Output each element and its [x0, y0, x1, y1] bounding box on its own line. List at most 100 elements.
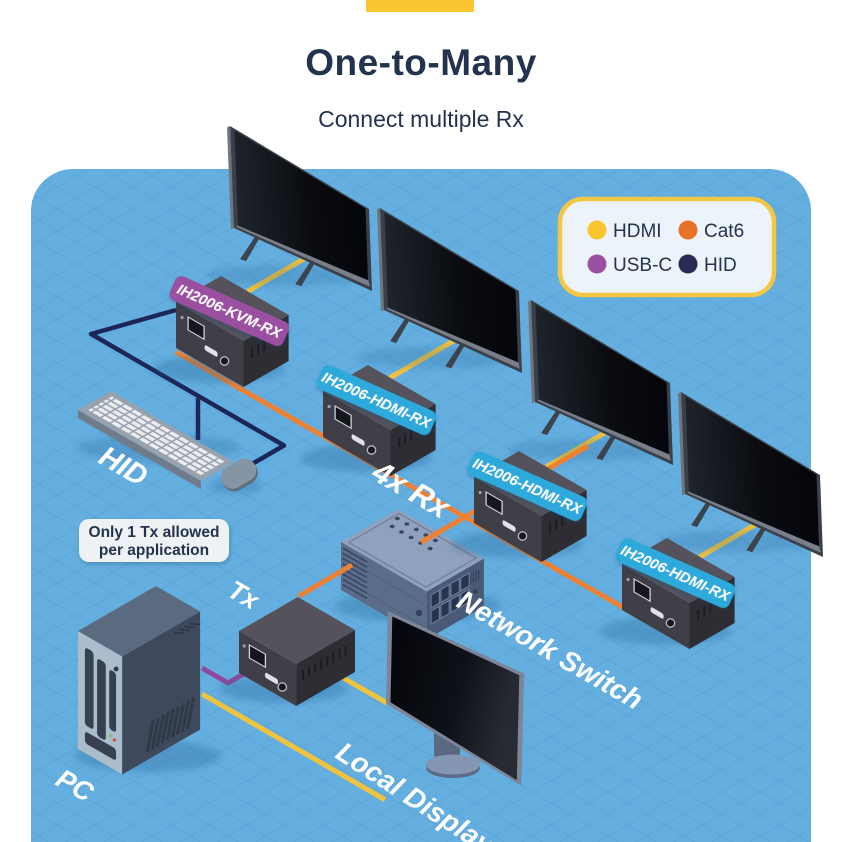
receiver-hdmi-rx-1-rj45-port	[334, 404, 352, 430]
receiver-hdmi-rx-2-vents	[549, 516, 564, 533]
monitor-2-stand-foot	[390, 317, 411, 344]
network-switch-front-seams	[368, 571, 425, 627]
receiver-kvm-rx-led	[180, 315, 184, 320]
local-display-base	[426, 754, 480, 775]
monitor-3-bottom-bar	[537, 399, 671, 461]
monitor-4-stand-foot	[746, 526, 767, 553]
pc-top	[78, 586, 201, 657]
network-switch-front-vents	[342, 547, 368, 600]
tx-rj45-port	[248, 643, 267, 669]
monitor-1-side-edge	[227, 126, 234, 230]
monitor-3-side-edge	[528, 300, 535, 404]
pc-front-detail	[97, 659, 106, 740]
monitor-1	[207, 126, 372, 291]
switch-port	[460, 572, 470, 592]
switch-port	[460, 588, 470, 608]
network-switch-top-vents	[389, 516, 438, 551]
receiver-hdmi-rx-2: IH2006-HDMI-RX	[451, 451, 588, 562]
pc-tower	[74, 586, 222, 775]
switch-port	[430, 605, 440, 625]
pc-front-detail	[84, 732, 117, 760]
monitor-2-stand-foot	[445, 342, 466, 369]
pc-side-vents-top	[174, 622, 201, 635]
cat6-link-switch	[419, 511, 472, 545]
receiver-hdmi-rx-1-power-port	[366, 445, 377, 455]
monitor-1-bottom-bar	[236, 225, 370, 287]
monitor-2-screen	[384, 212, 518, 363]
receiver-kvm-rx-power-port	[219, 356, 230, 366]
legend-usbc-label: USB-C	[613, 255, 672, 276]
keyboard-keys	[87, 396, 225, 476]
page-title: One-to-Many	[305, 42, 537, 83]
monitor-3-stand-foot	[541, 409, 562, 436]
cat6-link-tx	[297, 562, 354, 599]
receiver-hdmi-rx-2-power-port	[517, 531, 528, 541]
transmitter-tx	[220, 597, 355, 706]
monitor-4-stand-foot	[691, 501, 712, 528]
receiver-hdmi-rx-3-led	[626, 577, 630, 582]
network-switch-top-inset	[347, 512, 478, 588]
receiver-hdmi-rx-1-led	[327, 404, 331, 409]
local-display	[386, 611, 525, 786]
mouse-body	[221, 458, 257, 489]
legend-cat6-dot	[678, 220, 698, 240]
receiver-hdmi-rx-2-rj45-port	[485, 490, 503, 516]
network-switch-front-button	[415, 609, 423, 617]
receiver-kvm-rx-rj45-port	[187, 315, 205, 341]
receiver-hdmi-rx-3-rj45-port	[633, 577, 651, 603]
hid-keyboard	[76, 391, 240, 489]
legend-hdmi-dot	[587, 220, 607, 240]
note-box: Only 1 Tx allowed per application	[79, 519, 229, 562]
switch-port	[450, 594, 460, 614]
monitor-3-screen	[535, 304, 669, 455]
tx-led	[242, 644, 246, 648]
tx-power-port	[277, 682, 288, 692]
monitor-1-stand-foot	[240, 235, 261, 262]
hid-mouse	[210, 458, 262, 494]
pc-front-detail	[84, 648, 94, 729]
switch-port	[440, 583, 450, 603]
legend-hid-dot	[678, 254, 698, 274]
receiver-hdmi-rx-3: IH2006-HDMI-RX	[599, 538, 736, 649]
receiver-hdmi-rx-3-vents	[697, 603, 712, 620]
note-line2: per application	[99, 542, 209, 559]
legend-cat6-label: Cat6	[704, 221, 744, 242]
monitor-1-stand-foot	[295, 260, 316, 287]
network-switch	[334, 509, 502, 640]
keyboard-edge-front	[78, 410, 201, 489]
label-hdmi-rx-3-bg	[615, 538, 736, 608]
label-hdmi-rx-2-bg	[467, 451, 588, 521]
network-switch-side-stripes	[470, 569, 480, 584]
pc-led-red	[112, 738, 117, 742]
hdmi-link-pc	[200, 691, 387, 802]
network-switch-front	[341, 542, 427, 640]
page-subtitle: Connect multiple Rx	[318, 106, 524, 132]
monitor-3-stand-foot	[596, 434, 617, 461]
switch-port	[430, 589, 440, 609]
pc-side-vents-bottom	[145, 697, 195, 753]
label-kvm-rx-bg	[169, 276, 290, 346]
legend: HDMI Cat6 USB-C HID	[557, 196, 777, 298]
pc-led-green	[109, 734, 113, 738]
legend-usbc-dot	[587, 254, 607, 274]
switch-port	[450, 578, 460, 598]
pc-side	[122, 611, 201, 775]
mouse-body-group	[221, 458, 258, 492]
receiver-hdmi-rx-3-power-port	[665, 618, 676, 628]
receiver-hdmi-rx-1-hdmi-port	[351, 434, 365, 446]
monitor-4-side-edge	[678, 392, 685, 496]
receiver-hdmi-rx-2-led	[478, 490, 482, 495]
tx-top	[239, 597, 355, 664]
label-hdmi-rx-1-bg	[316, 365, 437, 435]
monitor-2-bottom-bar	[386, 307, 520, 369]
hid-bus	[88, 307, 287, 466]
switch-port	[440, 599, 450, 619]
network-switch-side-button	[472, 589, 478, 594]
legend-hdmi-label: HDMI	[613, 221, 662, 242]
monitor-2	[357, 208, 522, 373]
monitor-3	[508, 300, 673, 465]
monitor-4-bottom-bar	[687, 491, 821, 553]
receiver-hdmi-rx-3-hdmi-port	[650, 607, 664, 619]
